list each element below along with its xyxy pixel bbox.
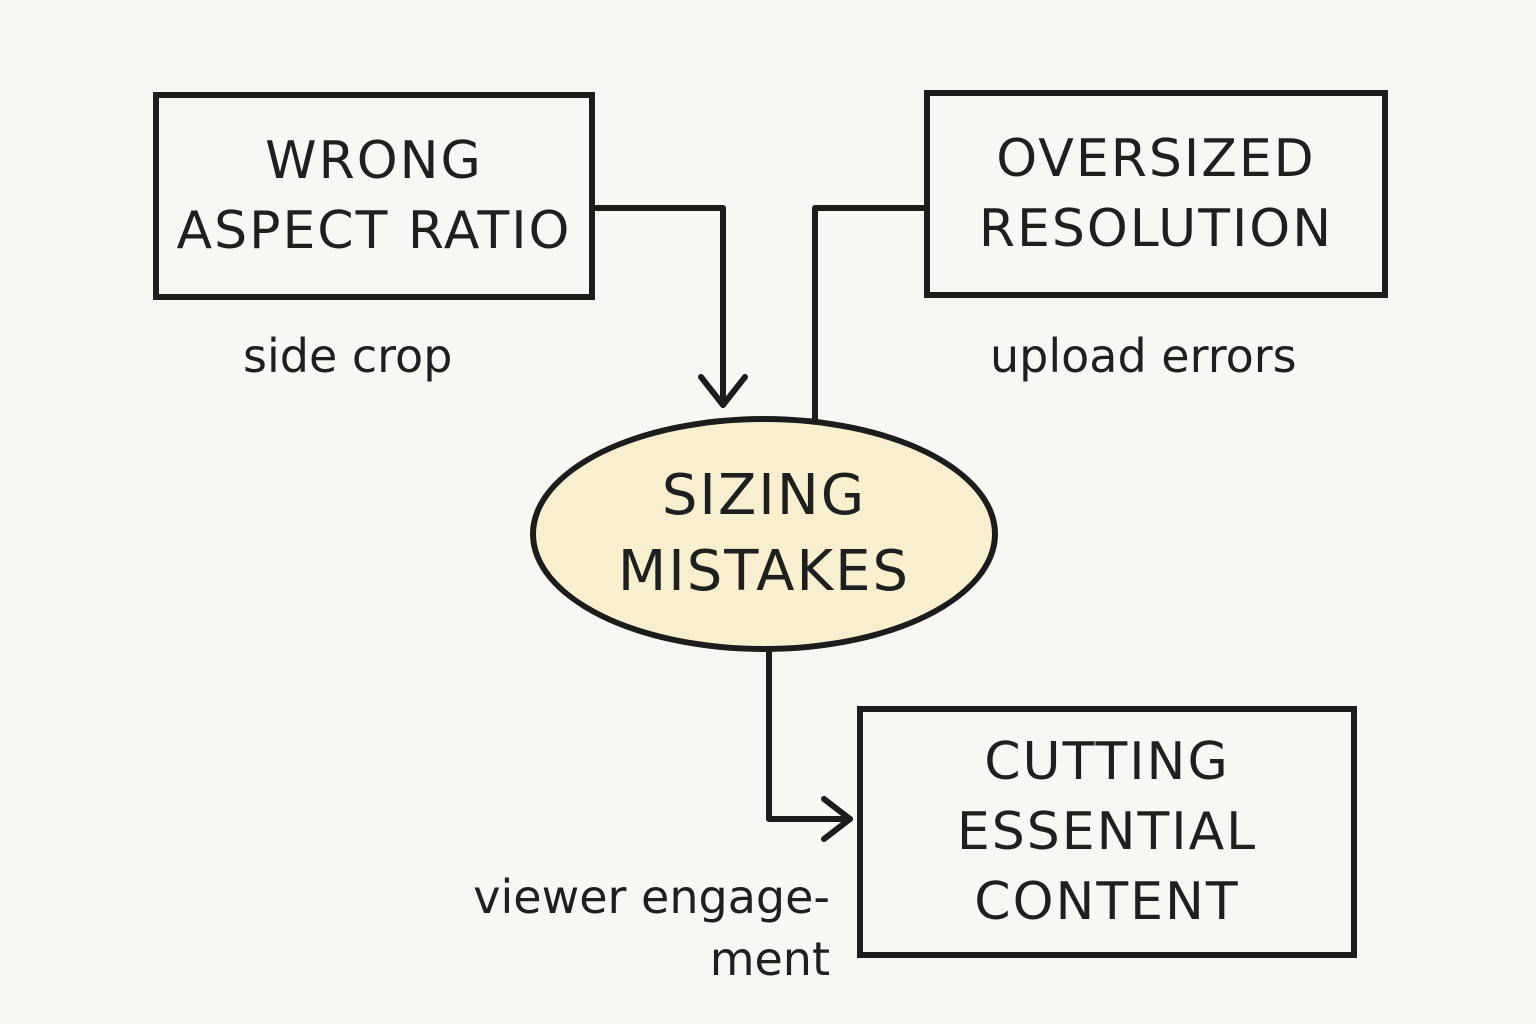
caption-side-crop: side crop [243, 329, 453, 383]
node-oversized-resolution: OVERSIZED RESOLUTION [924, 90, 1388, 298]
node-sizing-mistakes-line-2: MISTAKES [617, 539, 911, 604]
node-sizing-mistakes-line-1: SIZING [661, 463, 867, 528]
node-wrong-aspect-ratio: WRONG ASPECT RATIO [153, 92, 595, 300]
node-oversized-resolution-line-2: RESOLUTION [978, 199, 1334, 259]
node-wrong-aspect-ratio-line-2: ASPECT RATIO [176, 201, 572, 261]
connector-center-to-cutting [766, 649, 853, 822]
node-cutting-essential-content: CUTTING ESSENTIAL CONTENT [857, 706, 1357, 958]
node-cutting-essential-content-line-2: ESSENTIAL [956, 802, 1258, 862]
caption-viewer-engagement-line-2: ment [709, 932, 830, 986]
node-cutting-essential-content-line-3: CONTENT [974, 872, 1240, 932]
node-sizing-mistakes: SIZING MISTAKES [530, 416, 998, 652]
node-cutting-essential-content-line-1: CUTTING [984, 732, 1230, 792]
caption-viewer-engagement: viewer engage- ment [473, 866, 830, 990]
connector-wrong-to-center [592, 205, 726, 408]
arrowhead-center-to-cutting [821, 796, 853, 842]
connector-oversized-to-center [812, 205, 927, 423]
node-oversized-resolution-line-1: OVERSIZED [996, 129, 1316, 189]
caption-upload-errors: upload errors [990, 329, 1297, 383]
node-wrong-aspect-ratio-line-1: WRONG [265, 131, 483, 191]
caption-viewer-engagement-line-1: viewer engage- [473, 870, 830, 924]
arrowhead-wrong-to-center [698, 374, 748, 408]
